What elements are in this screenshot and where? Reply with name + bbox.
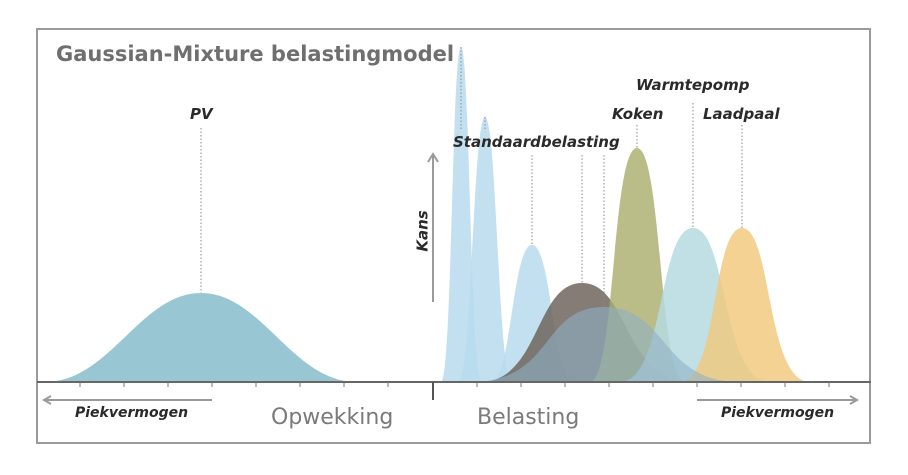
pv-curve [45,293,357,382]
label-warmtepomp: Warmtepomp [636,76,750,94]
left-arrow-icon [41,395,212,405]
kans-arrow-icon [427,152,439,302]
right-arrow-icon [697,395,860,405]
label-standaardbelasting: Standaardbelasting [453,133,620,151]
standaard-peak-2 [458,117,512,382]
right-direction-label: Piekvermogen [721,405,835,421]
label-koken: Koken [612,105,664,123]
leader-lines [200,47,743,307]
axis-ticks [79,382,830,387]
belasting-label: Belasting [477,405,580,430]
label-pv: PV [190,105,213,123]
y-axis-label: Kans [413,210,432,252]
label-laadpaal: Laadpaal [703,105,780,123]
diagram-title: Gaussian-Mixture belastingmodel [56,42,455,66]
left-direction-label: Piekvermogen [75,405,189,421]
laadpaal-curve [680,228,810,382]
opwekking-label: Opwekking [271,405,394,430]
standaard-broad-curve [470,307,740,382]
